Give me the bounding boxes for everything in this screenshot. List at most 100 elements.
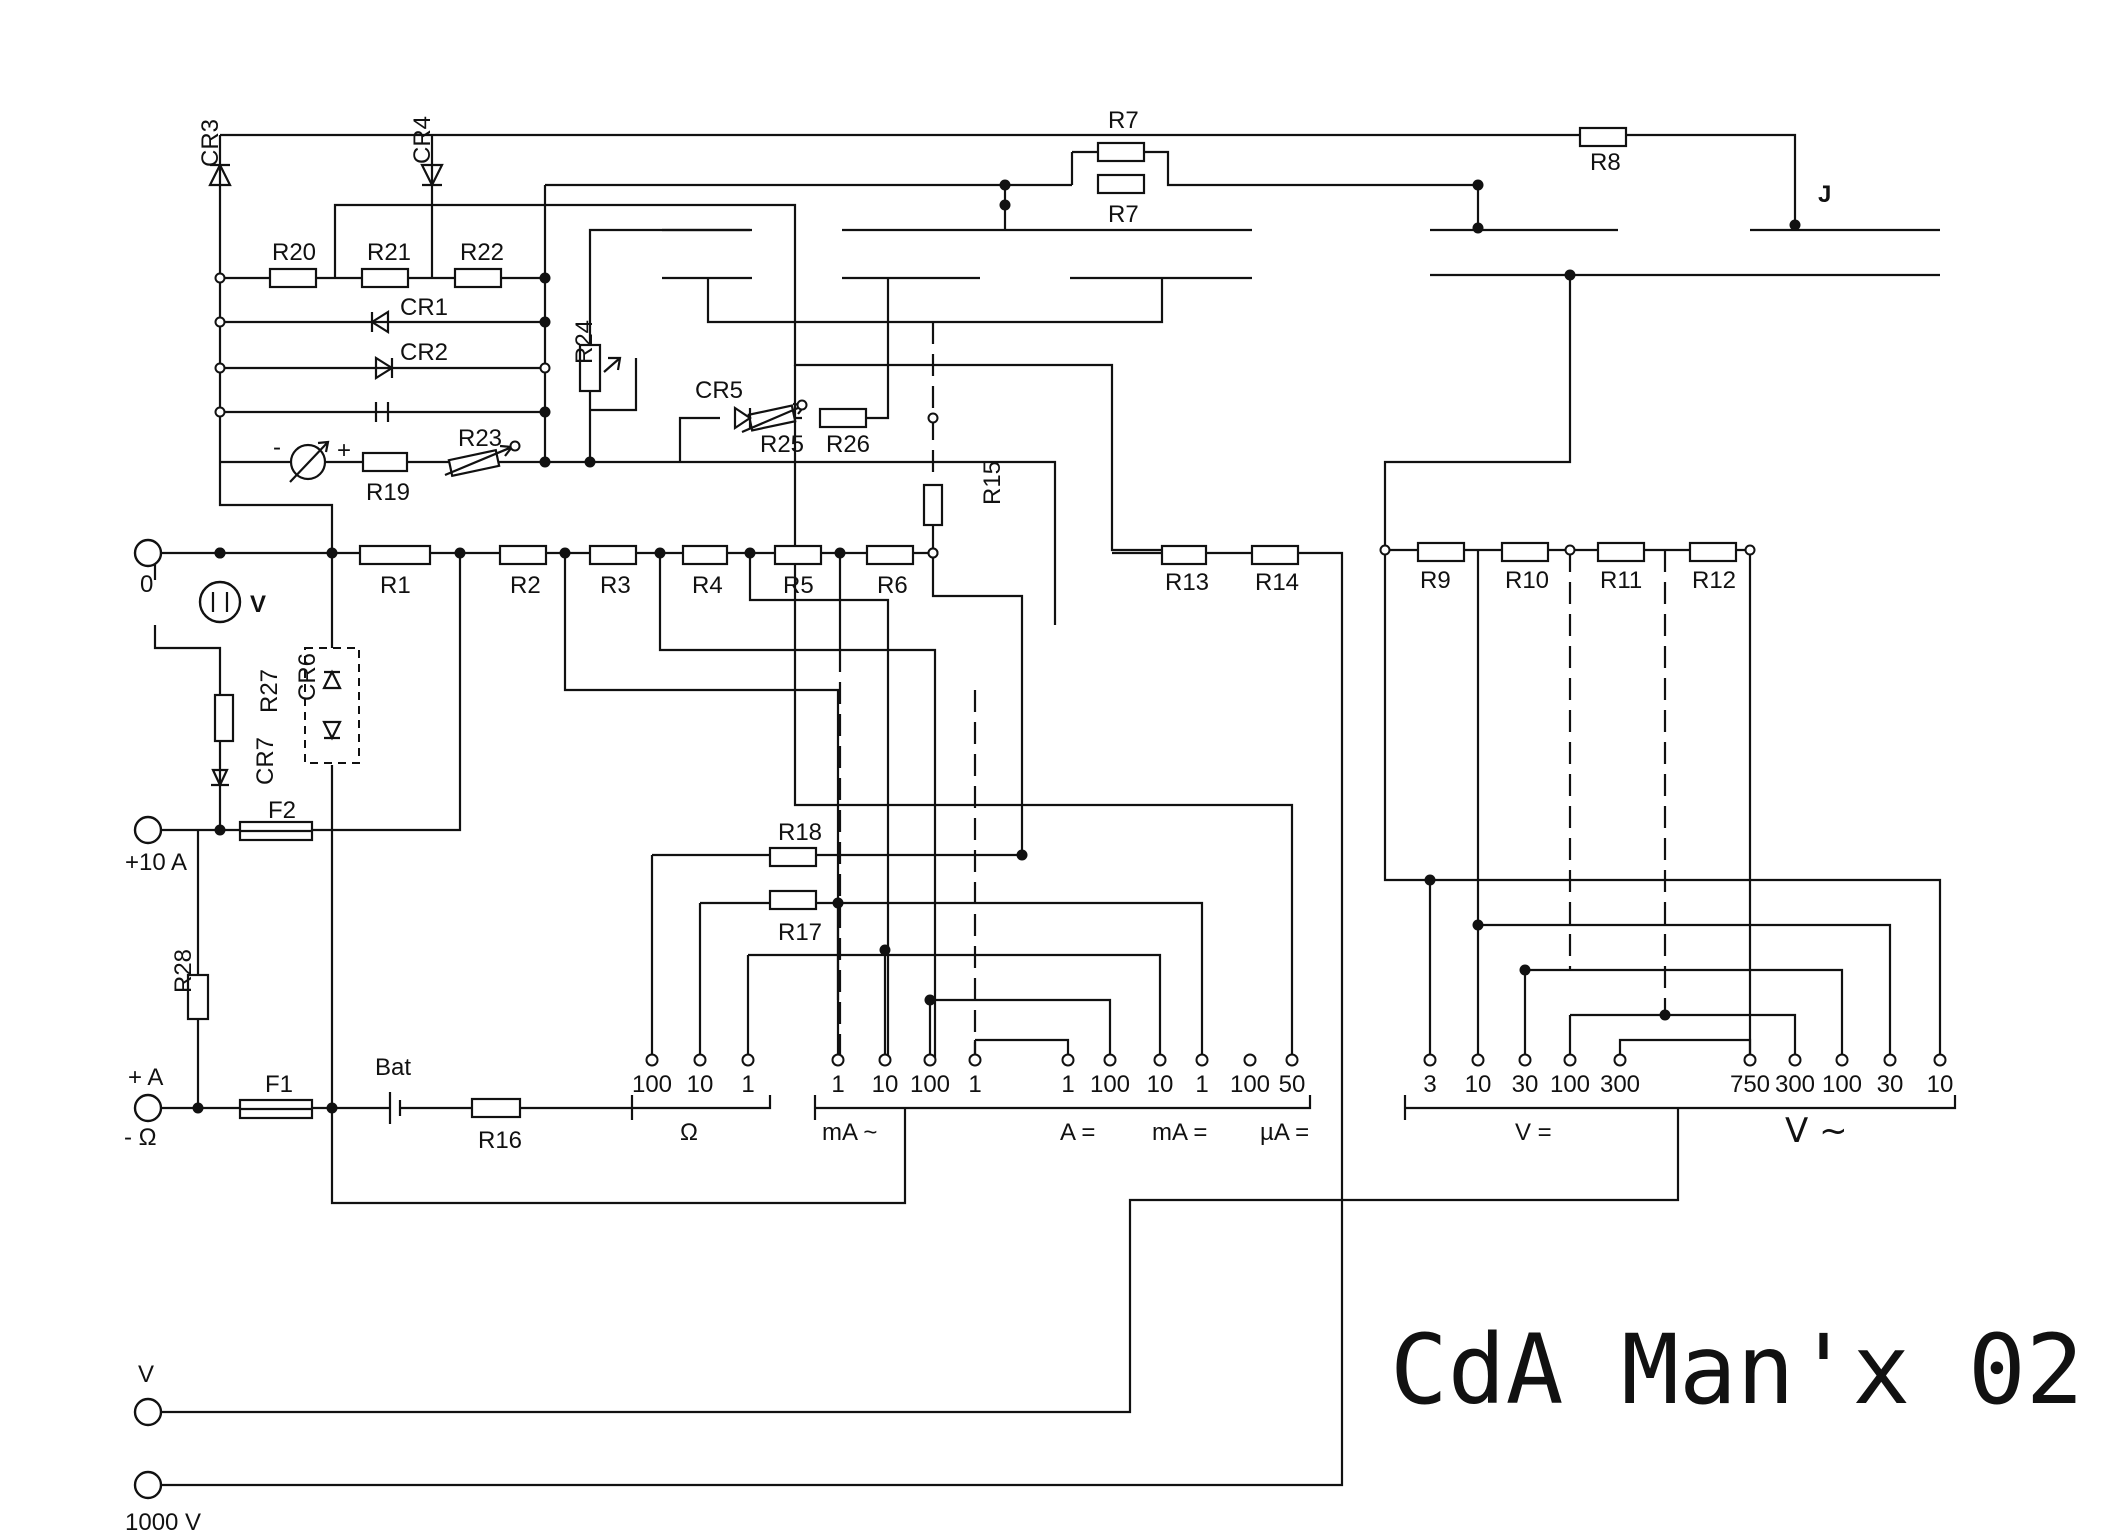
range-label: 750 <box>1730 1071 1770 1098</box>
junction-dot <box>999 179 1011 191</box>
svg-text:Bat: Bat <box>375 1054 411 1081</box>
range-tap[interactable] <box>1613 1053 1627 1067</box>
junction-dot <box>1472 222 1484 234</box>
svg-text:CR6: CR6 <box>294 653 321 701</box>
svg-text:R3: R3 <box>600 572 631 599</box>
svg-text:R8: R8 <box>1590 149 1621 176</box>
junction-dot <box>326 1102 338 1114</box>
junction-dot <box>326 547 338 559</box>
range-label: 10 <box>1147 1071 1174 1098</box>
range-label: 100 <box>1550 1071 1590 1098</box>
range-label: 10 <box>1465 1071 1492 1098</box>
range-tap[interactable] <box>1153 1053 1167 1067</box>
junction-dot <box>654 547 666 559</box>
svg-text:R13: R13 <box>1165 569 1209 596</box>
range-tap[interactable] <box>1835 1053 1849 1067</box>
range-tap[interactable] <box>741 1053 755 1067</box>
svg-text:R25: R25 <box>760 431 804 458</box>
range-tap[interactable] <box>923 1053 937 1067</box>
svg-text:1000 V: 1000 V <box>125 1509 201 1536</box>
range-tap[interactable] <box>1518 1053 1532 1067</box>
svg-text:R4: R4 <box>692 572 723 599</box>
svg-text:R2: R2 <box>510 572 541 599</box>
svg-text:R22: R22 <box>460 239 504 266</box>
range-label: 1 <box>741 1071 754 1098</box>
range-tap[interactable] <box>1743 1053 1757 1067</box>
range-tap[interactable] <box>1788 1053 1802 1067</box>
junction-node <box>927 412 939 424</box>
range-label: 30 <box>1877 1071 1904 1098</box>
range-tap[interactable] <box>645 1053 659 1067</box>
junction-dot <box>832 897 844 909</box>
meter-gauge <box>289 440 330 483</box>
range-tap[interactable] <box>1285 1053 1299 1067</box>
junction-dot <box>559 547 571 559</box>
junction-dot <box>1519 964 1531 976</box>
range-tap[interactable] <box>1563 1053 1577 1067</box>
junction-dot <box>192 1102 204 1114</box>
range-tap[interactable] <box>968 1053 982 1067</box>
svg-text:CR4: CR4 <box>409 116 436 164</box>
svg-text:CR7: CR7 <box>252 737 279 785</box>
junction-node <box>1564 544 1576 556</box>
svg-text:R17: R17 <box>778 919 822 946</box>
range-tap[interactable] <box>1471 1053 1485 1067</box>
svg-text:R16: R16 <box>478 1127 522 1154</box>
junction-dot <box>584 456 596 468</box>
range-tap[interactable] <box>1195 1053 1209 1067</box>
junction-dot <box>1789 219 1801 231</box>
range-label: 50 <box>1279 1071 1306 1098</box>
range-tap[interactable] <box>1061 1053 1075 1067</box>
range-tap[interactable] <box>1423 1053 1437 1067</box>
svg-text:R12: R12 <box>1692 567 1736 594</box>
junction-dot <box>834 547 846 559</box>
junction-node <box>509 440 521 452</box>
svg-text:J: J <box>1818 181 1831 208</box>
range-tap[interactable] <box>1243 1053 1257 1067</box>
range-tap[interactable] <box>1933 1053 1947 1067</box>
junction-dot <box>1016 849 1028 861</box>
svg-text:R5: R5 <box>783 572 814 599</box>
range-label: 10 <box>687 1071 714 1098</box>
junction-dot <box>1564 269 1576 281</box>
junction-node <box>1379 544 1391 556</box>
svg-text:R7: R7 <box>1108 107 1139 134</box>
svg-text:R26: R26 <box>826 431 870 458</box>
svg-text:mA =: mA = <box>1152 1119 1207 1146</box>
svg-text:R19: R19 <box>366 479 410 506</box>
svg-text:R9: R9 <box>1420 567 1451 594</box>
junction-node <box>214 272 226 284</box>
range-tap[interactable] <box>878 1053 892 1067</box>
range-label: 100 <box>1090 1071 1130 1098</box>
svg-text:R27: R27 <box>256 669 283 713</box>
junction-node <box>214 406 226 418</box>
junction-dot <box>214 547 226 559</box>
range-tap[interactable] <box>831 1053 845 1067</box>
range-label: 10 <box>1927 1071 1954 1098</box>
svg-text:+: + <box>337 437 351 464</box>
svg-text:R14: R14 <box>1255 569 1299 596</box>
svg-text:A =: A = <box>1060 1119 1095 1146</box>
svg-text:+ A: + A <box>128 1064 163 1091</box>
range-tap[interactable] <box>693 1053 707 1067</box>
junction-dot <box>879 944 891 956</box>
range-tap[interactable] <box>1103 1053 1117 1067</box>
svg-text:R11: R11 <box>1600 567 1642 594</box>
range-label: 1 <box>831 1071 844 1098</box>
svg-text:R1: R1 <box>380 572 411 599</box>
junction-dot <box>539 316 551 328</box>
range-tap[interactable] <box>1883 1053 1897 1067</box>
range-label: 1 <box>1195 1071 1208 1098</box>
junction-dot <box>454 547 466 559</box>
range-label: 300 <box>1775 1071 1815 1098</box>
junction-dot <box>1472 179 1484 191</box>
junction-node <box>214 316 226 328</box>
svg-text:V =: V = <box>1515 1119 1552 1146</box>
svg-text:R21: R21 <box>367 239 411 266</box>
page-title: CdA Man'x 02 <box>1390 1314 2084 1426</box>
junction-dot <box>1472 919 1484 931</box>
svg-text:- Ω: - Ω <box>124 1124 157 1151</box>
